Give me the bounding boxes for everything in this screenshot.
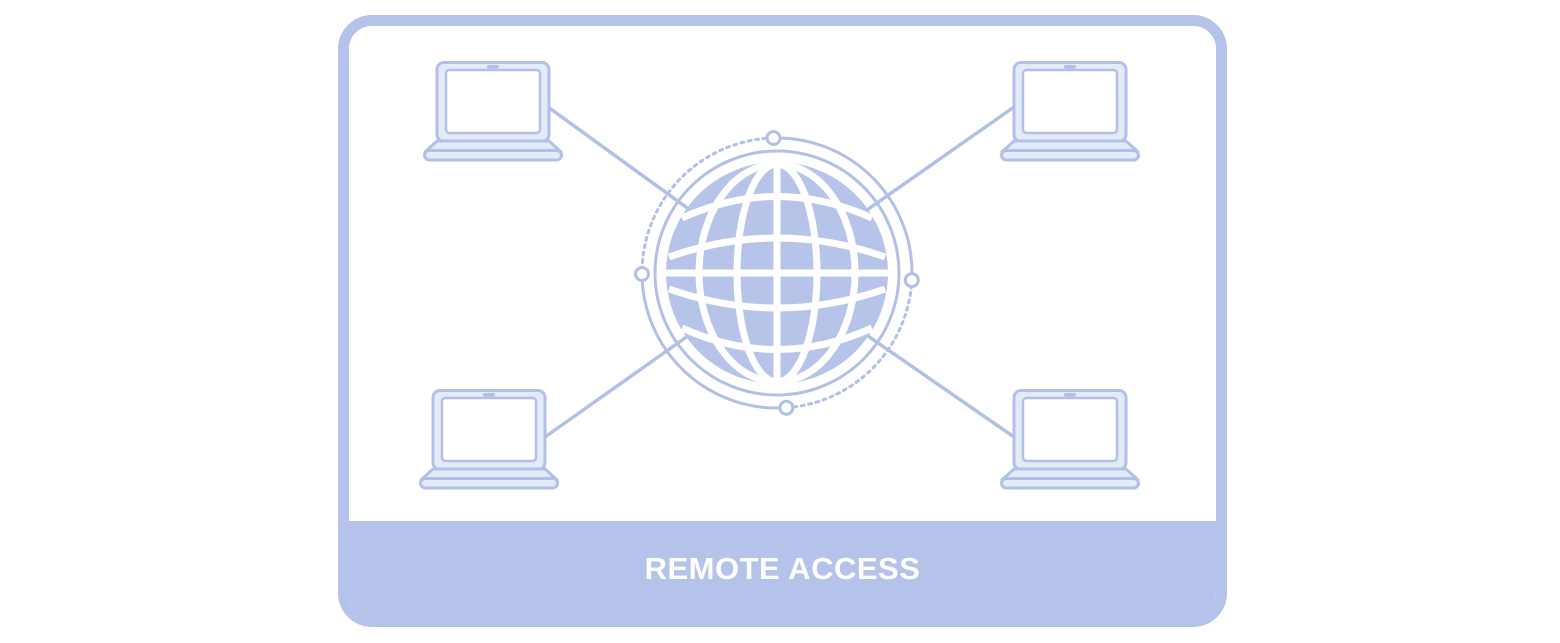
remote-access-card: REMOTE ACCESS	[338, 15, 1227, 627]
banner: REMOTE ACCESS	[349, 521, 1216, 616]
laptop-icon-bottom-right	[1000, 389, 1140, 490]
ring-node-top	[765, 130, 782, 146]
ring-node-left	[634, 266, 650, 282]
globe-icon	[634, 130, 920, 416]
globe-outline-circle	[653, 149, 901, 397]
globe-grid	[666, 162, 888, 384]
network-illustration	[419, 61, 1140, 490]
ring-node-bottom	[778, 399, 795, 416]
laptop-icon-bottom-left	[419, 389, 559, 490]
banner-label: REMOTE ACCESS	[644, 551, 921, 586]
ring-node-right	[903, 272, 920, 289]
laptop-icon-top-left	[423, 61, 563, 162]
laptop-icon-top-right	[1000, 61, 1140, 162]
card-inner: REMOTE ACCESS	[349, 26, 1216, 616]
globe-orbit-ring	[634, 130, 920, 416]
illustration-area	[349, 26, 1216, 521]
